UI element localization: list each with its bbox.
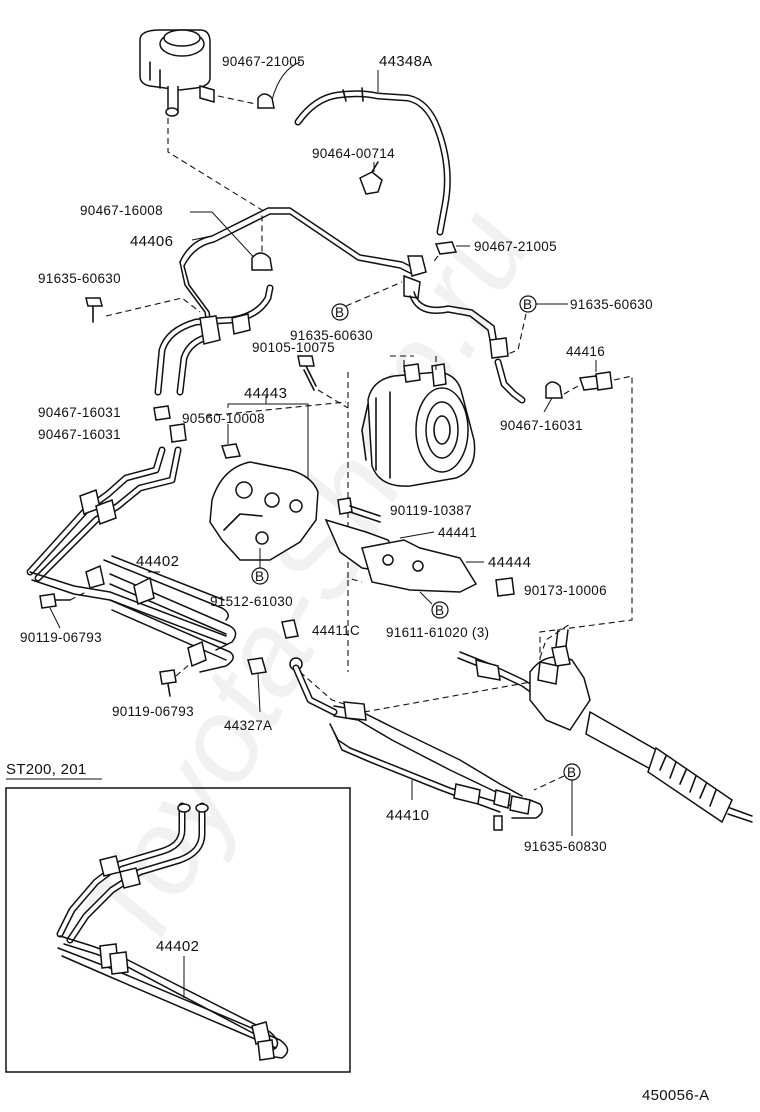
reservoir-clamp	[257, 93, 275, 109]
union-fitting	[578, 371, 613, 391]
callout-return-tube: 44410	[386, 807, 429, 824]
clamp-b	[169, 423, 187, 443]
callout-nut: 90560-10008	[182, 411, 265, 426]
callout-clamp-b: 90467-16031	[38, 427, 121, 442]
reservoir-tank	[139, 29, 215, 117]
callout-bracket-bolt-b: 91611-61020 (3)	[386, 625, 489, 640]
callout-bracket-a: 44441	[438, 525, 477, 540]
callout-suction-hose: 44348A	[379, 53, 433, 70]
callout-bolt-badge-mid: 91635-60630	[290, 328, 373, 343]
clamp-a	[153, 405, 171, 421]
nut	[221, 443, 241, 459]
cooler-bolt-1	[39, 593, 71, 609]
pressure-pipe	[179, 207, 499, 351]
pump-bracket	[209, 461, 319, 561]
callout-cushion: 90173-10006	[524, 583, 607, 598]
callout-cooler: 44402	[136, 553, 179, 570]
power-steering-pump	[361, 363, 476, 487]
clamp-right	[545, 381, 563, 399]
callout-bolt-bottom: 91635-60830	[524, 839, 607, 854]
callout-bracket-bolt: 91512-61030	[210, 594, 293, 609]
diagram-code: 450056-A	[642, 1087, 709, 1104]
pipe-clamp	[251, 252, 273, 271]
long-bolt	[337, 497, 381, 523]
callout-bolt-cooler-1: 90119-06793	[20, 630, 102, 645]
badge-b-bracket: B	[251, 567, 269, 585]
return-tube	[292, 664, 543, 831]
bolt-left	[85, 297, 103, 323]
callout-pipe-clamp: 90467-16008	[80, 203, 163, 218]
pump-clamp	[434, 241, 458, 255]
callout-union: 44416	[566, 344, 605, 359]
callout-clip-top: 90464-00714	[312, 146, 395, 161]
cushion	[495, 577, 515, 597]
inset-title: ST200, 201	[6, 761, 87, 778]
badge-b-upper: B	[331, 303, 349, 321]
steering-rack	[457, 623, 753, 824]
callout-bracket-assy: 44443	[244, 385, 287, 402]
badge-b-lower: B	[431, 601, 449, 619]
oil-cooler	[26, 446, 237, 673]
callout-pump-bolt: 90105-10075	[252, 340, 335, 355]
callout-union-bolt: 44327A	[224, 718, 272, 733]
hose-assembly-upper	[154, 284, 274, 396]
badge-b-bottom: B	[563, 763, 581, 781]
callout-clamp-a: 90467-16031	[38, 405, 121, 420]
callout-pump-clamp: 90467-21005	[474, 239, 557, 254]
badge-b-right: B	[519, 295, 537, 313]
callout-pressure-pipe: 44406	[130, 233, 173, 250]
pump-outlet-fitting	[489, 337, 526, 404]
svg-text:B: B	[255, 569, 264, 584]
svg-text:B: B	[567, 765, 576, 780]
callout-inset-cooler: 44402	[156, 938, 199, 955]
callout-reservoir-clamp: 90467-21005	[222, 54, 305, 69]
inset-frame	[5, 787, 351, 1073]
watermark: Toyota-Shop.ru	[55, 189, 556, 972]
callout-bolt-right: 91635-60630	[570, 297, 653, 312]
callout-bracket-b: 44444	[488, 554, 531, 571]
callout-long-bolt: 90119-10387	[390, 503, 472, 518]
callout-bolt-left: 91635-60630	[38, 271, 121, 286]
hose-clip	[359, 161, 383, 195]
inset-oil-cooler	[56, 802, 289, 1061]
callout-bolt-cooler-2: 90119-06793	[112, 704, 194, 719]
suction-hose	[294, 87, 451, 236]
svg-text:B: B	[335, 305, 344, 320]
bracket-b	[361, 539, 478, 593]
gasket	[281, 619, 299, 639]
pump-bolt	[297, 355, 317, 391]
callout-gasket-c: 44411C	[312, 623, 360, 638]
cooler-bolt-2	[159, 669, 177, 697]
svg-text:B: B	[435, 603, 444, 618]
svg-text:B: B	[523, 297, 532, 312]
callout-clamp-right: 90467-16031	[500, 418, 583, 433]
